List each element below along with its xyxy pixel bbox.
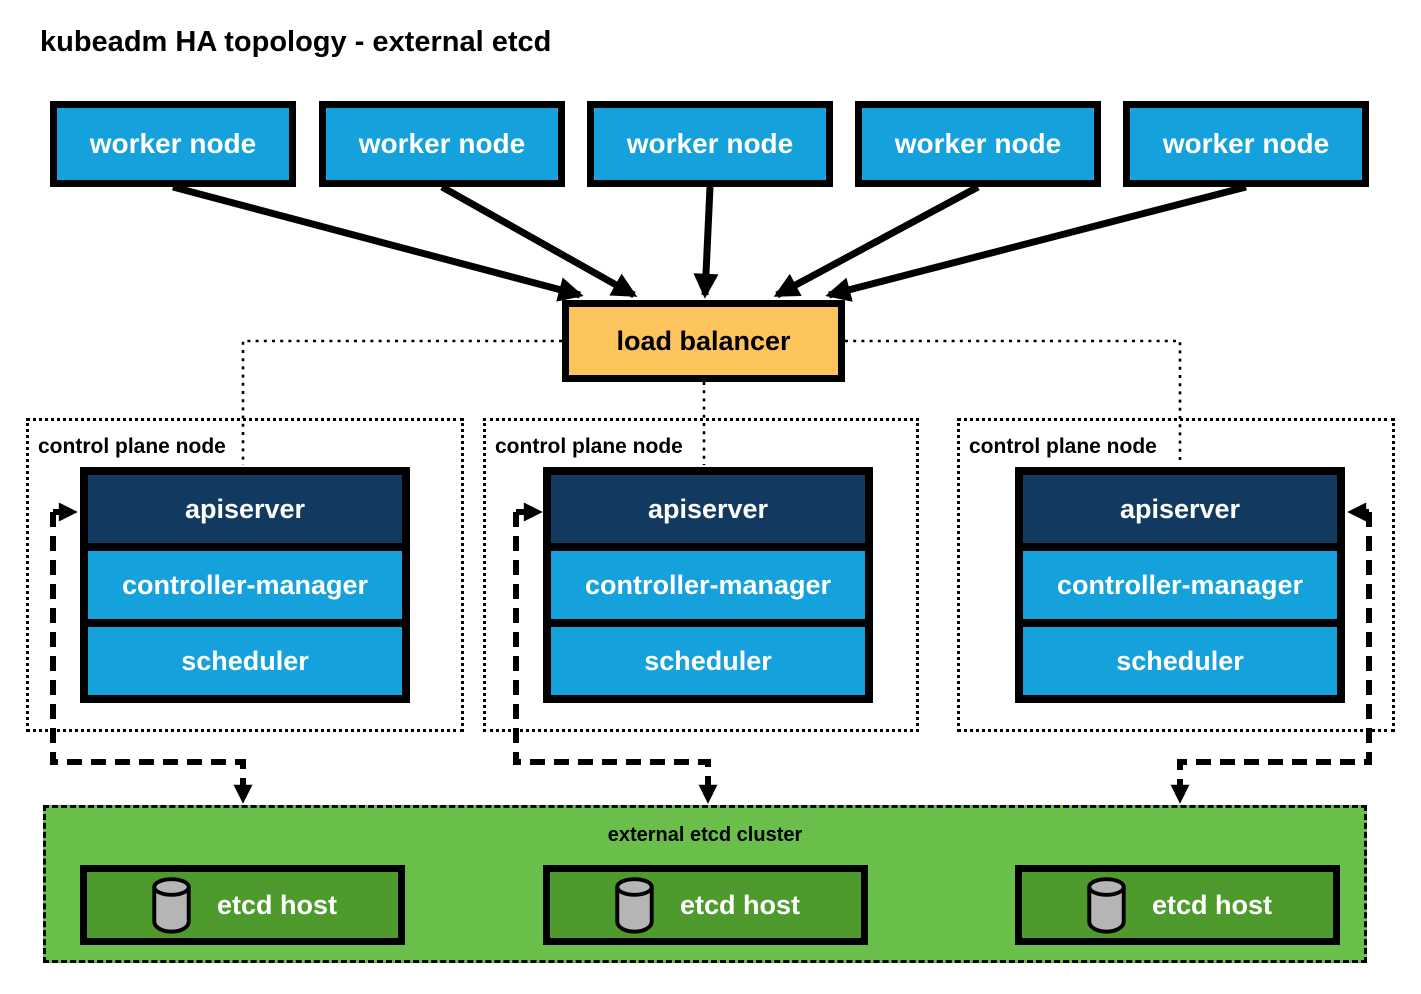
etcd-host-box: etcd host	[80, 865, 405, 945]
worker-node-box: worker node	[1123, 101, 1369, 187]
controller-manager-box: controller-manager	[1023, 551, 1337, 619]
worker-to-lb-arrow	[440, 183, 638, 299]
diagram-title: kubeadm HA topology - external etcd	[40, 26, 552, 58]
scheduler-box: scheduler	[1023, 627, 1337, 695]
etcd-host-box: etcd host	[1015, 865, 1340, 945]
component-stack: apiserver controller-manager scheduler	[1015, 467, 1345, 703]
control-plane-node-label: control plane node	[38, 435, 226, 458]
load-balancer-box: load balancer	[562, 300, 845, 382]
controller-manager-box: controller-manager	[551, 551, 865, 619]
database-cylinder-icon	[152, 877, 191, 934]
worker-node-box: worker node	[587, 101, 833, 187]
apiserver-box: apiserver	[551, 475, 865, 543]
worker-to-lb-arrow	[693, 186, 719, 299]
control-plane-node-label: control plane node	[969, 435, 1157, 458]
etcd-host-label: etcd host	[679, 889, 800, 920]
control-plane-node-box: control plane node apiserver controller-…	[957, 418, 1395, 732]
scheduler-box: scheduler	[88, 627, 402, 695]
component-stack: apiserver controller-manager scheduler	[80, 467, 410, 703]
worker-node-box: worker node	[855, 101, 1101, 187]
worker-node-box: worker node	[50, 101, 296, 187]
apiserver-box: apiserver	[1023, 475, 1337, 543]
control-plane-node-box: control plane node apiserver controller-…	[26, 418, 464, 732]
etcd-host-box: etcd host	[543, 865, 868, 945]
control-plane-node-box: control plane node apiserver controller-…	[483, 418, 919, 732]
apiserver-box: apiserver	[88, 475, 402, 543]
controller-manager-box: controller-manager	[88, 551, 402, 619]
etcd-host-label: etcd host	[216, 889, 337, 920]
database-cylinder-icon	[1087, 877, 1126, 934]
component-stack: apiserver controller-manager scheduler	[543, 467, 873, 703]
worker-to-lb-arrow	[773, 183, 980, 299]
external-etcd-cluster-label: external etcd cluster	[607, 824, 803, 846]
database-cylinder-icon	[615, 877, 654, 934]
worker-node-box: worker node	[319, 101, 565, 187]
etcd-host-label: etcd host	[1151, 889, 1272, 920]
worker-to-lb-arrow	[172, 183, 584, 302]
control-plane-node-label: control plane node	[495, 435, 683, 458]
scheduler-box: scheduler	[551, 627, 865, 695]
worker-to-lb-arrow	[825, 183, 1247, 302]
external-etcd-cluster-box: external etcd cluster etcd host etcd hos…	[43, 805, 1367, 963]
